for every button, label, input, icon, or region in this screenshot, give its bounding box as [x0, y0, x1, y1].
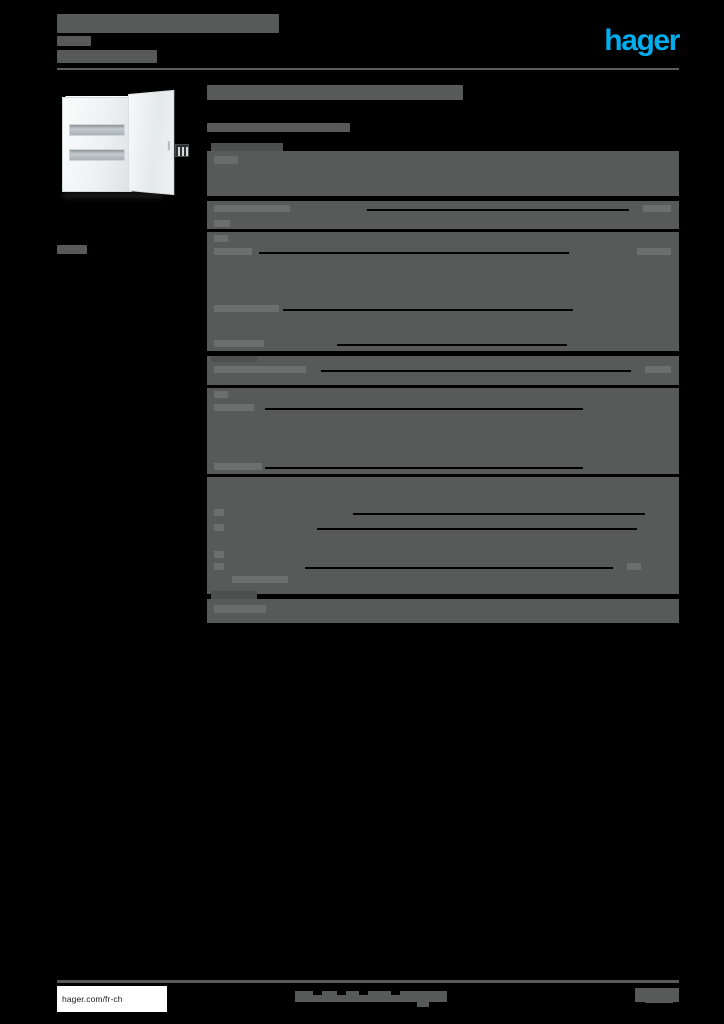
- terminal-accessory: [175, 144, 189, 157]
- row-value: [627, 563, 641, 570]
- table-row[interactable]: [207, 244, 679, 259]
- row-leader: [305, 567, 613, 569]
- spec-section-label-2: [211, 356, 257, 362]
- spec-block: [207, 535, 679, 549]
- row-label: [214, 205, 290, 212]
- section-gap: [207, 229, 679, 232]
- row-label: [214, 524, 224, 531]
- page-title-text: [207, 85, 463, 101]
- spec-section-header-2: [207, 356, 679, 362]
- row-label: [214, 551, 224, 558]
- enclosure-door: [128, 89, 175, 196]
- row-leader: [259, 252, 569, 254]
- table-row[interactable]: [207, 201, 679, 216]
- header-subtitle-text: [57, 50, 157, 63]
- footer-divider: [57, 980, 679, 983]
- product-photo-shadow: [63, 193, 163, 198]
- spec-block: [207, 377, 679, 385]
- spec-block: [207, 259, 679, 301]
- row-label: [214, 235, 228, 242]
- table-row[interactable]: [207, 216, 679, 229]
- row-value: [643, 205, 671, 212]
- row-value: [645, 366, 671, 373]
- enclosure-body: [62, 97, 132, 192]
- row-label: [232, 576, 288, 583]
- row-label: [214, 305, 279, 312]
- table-row[interactable]: [207, 400, 679, 415]
- spec-section-header-1: [207, 143, 679, 196]
- table-row[interactable]: [207, 388, 679, 400]
- din-rail-slot-2: [69, 149, 125, 161]
- product-image-column: [57, 84, 192, 206]
- spec-block: [207, 316, 679, 336]
- row-leader: [337, 344, 567, 346]
- row-label: [214, 248, 252, 255]
- row-value: [637, 248, 671, 255]
- row-leader: [265, 408, 583, 410]
- page-subtitle-text: [207, 123, 350, 133]
- header-title: [57, 14, 679, 70]
- footer-website-link[interactable]: hager.com/fr-ch: [57, 986, 167, 1012]
- row-label: [214, 563, 224, 570]
- door-handle: [167, 140, 170, 151]
- header-title-text: [57, 14, 279, 33]
- section-gap: [207, 474, 679, 477]
- table-row[interactable]: [207, 559, 679, 574]
- row-leader: [367, 209, 629, 211]
- table-row[interactable]: [207, 362, 679, 377]
- table-row[interactable]: [207, 336, 679, 351]
- header-title-text-tail: [57, 36, 91, 46]
- row-leader: [321, 370, 631, 372]
- spec-section-title-3: [214, 605, 266, 613]
- row-label: [214, 463, 262, 470]
- header-divider: [57, 68, 679, 70]
- table-row[interactable]: [207, 301, 679, 316]
- din-rail-slot-1: [69, 124, 125, 136]
- footer-page-number: [635, 988, 679, 1003]
- section-gap: [207, 196, 679, 201]
- product-image-caption: [57, 241, 87, 259]
- row-leader: [265, 467, 583, 469]
- row-label: [214, 340, 264, 347]
- spec-block: [207, 415, 679, 459]
- spec-block: [207, 477, 679, 505]
- spec-section-label-3: [211, 591, 257, 599]
- row-leader: [353, 513, 645, 515]
- section-gap: [207, 594, 679, 599]
- table-row[interactable]: [207, 520, 679, 535]
- section-gap: [207, 385, 679, 388]
- row-leader: [283, 309, 573, 311]
- specification-panel: [207, 84, 679, 623]
- product-image-caption-text: [57, 245, 87, 255]
- row-label: [214, 404, 254, 411]
- product-photo: [57, 84, 190, 206]
- row-label: [214, 366, 306, 373]
- row-label: [214, 220, 230, 227]
- hager-logo[interactable]: hager: [604, 24, 680, 57]
- page-header: hager: [57, 14, 680, 70]
- table-row[interactable]: [207, 505, 679, 520]
- spec-section-title-1: [214, 156, 238, 164]
- section-gap: [207, 351, 679, 356]
- table-row[interactable]: [207, 574, 679, 586]
- spec-block: [207, 586, 679, 594]
- table-row[interactable]: [207, 549, 679, 559]
- row-label: [214, 509, 224, 516]
- page-footer: hager.com/fr-ch: [57, 986, 679, 1014]
- spec-section-label-1: [211, 143, 283, 151]
- row-label: [214, 391, 228, 398]
- page-subtitle: [207, 119, 679, 137]
- row-leader: [317, 528, 637, 530]
- footer-center-text: [295, 991, 447, 1007]
- table-row[interactable]: [207, 232, 679, 244]
- spec-section-header-3: [207, 591, 679, 623]
- page-title: [207, 84, 679, 102]
- table-row[interactable]: [207, 459, 679, 474]
